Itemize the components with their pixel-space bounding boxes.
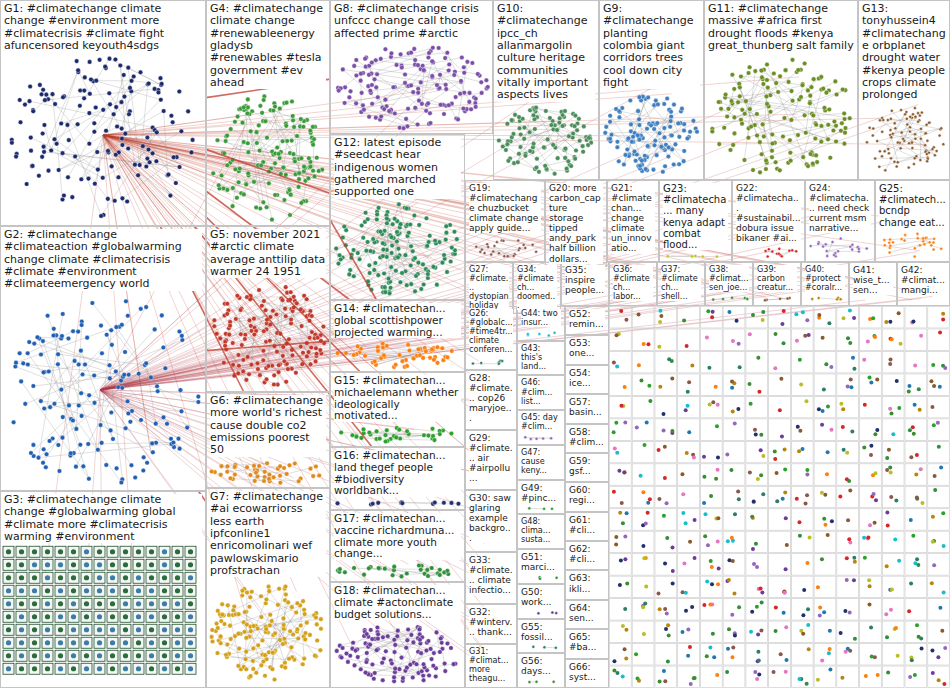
graph-stage: G1: #climatechange climate change #envir… [0,0,950,688]
